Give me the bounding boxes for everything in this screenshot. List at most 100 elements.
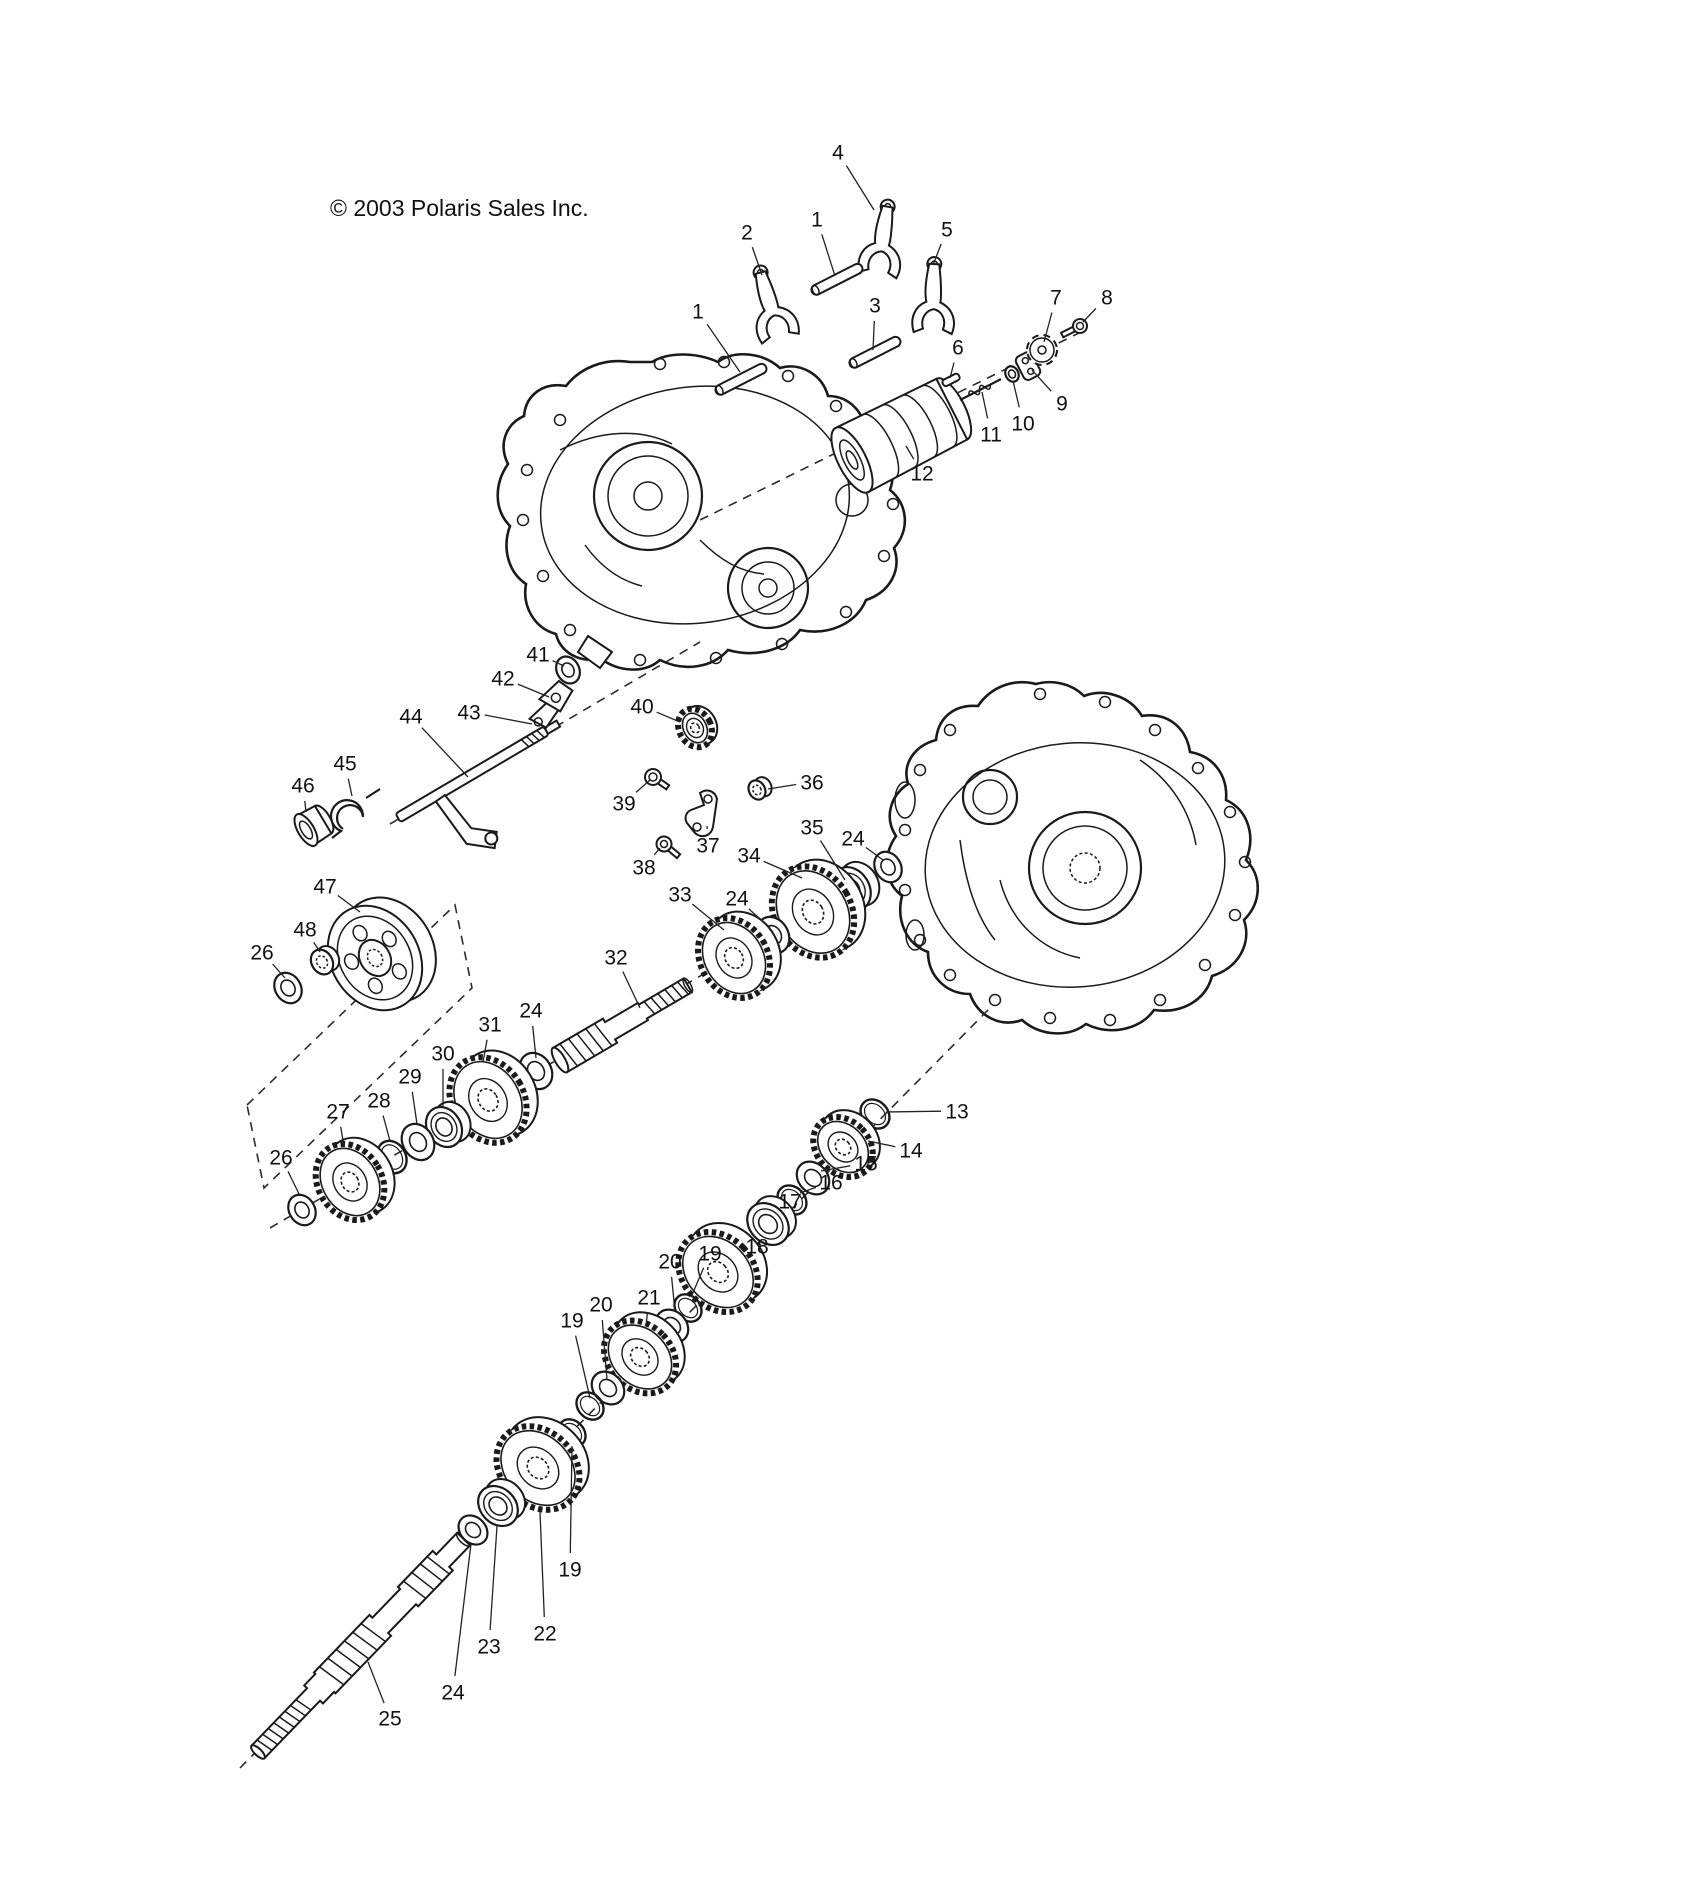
bracket-37 bbox=[684, 789, 719, 838]
callout-leader bbox=[653, 847, 661, 856]
callout-label-31: 31 bbox=[478, 1014, 501, 1037]
callout-leader bbox=[867, 1140, 896, 1148]
callout-label-48: 48 bbox=[293, 919, 316, 942]
callout-leader bbox=[706, 323, 741, 373]
callout-label-16: 16 bbox=[819, 1172, 842, 1195]
callout-leader bbox=[819, 840, 846, 881]
callout-leader bbox=[751, 246, 763, 276]
callout-label-46: 46 bbox=[291, 775, 314, 798]
callout-leader bbox=[656, 711, 681, 723]
bushing-46 bbox=[293, 804, 335, 847]
callout-leader bbox=[670, 1276, 676, 1313]
callout-label-38: 38 bbox=[632, 857, 655, 880]
callout-leader bbox=[287, 1171, 301, 1197]
output-shaft-25 bbox=[250, 1531, 472, 1760]
callout-label-10: 10 bbox=[1011, 413, 1034, 436]
bolt-8 bbox=[1059, 318, 1088, 339]
part-nut-36 bbox=[747, 776, 773, 801]
callout-label-24: 24 bbox=[725, 888, 749, 911]
part-washer-26b bbox=[287, 1193, 317, 1227]
callout-label-5: 5 bbox=[941, 219, 953, 242]
callout-label-1: 1 bbox=[811, 209, 823, 232]
shift-fork-5 bbox=[910, 255, 959, 336]
callout-leader bbox=[340, 1126, 345, 1147]
callout-label-19: 19 bbox=[698, 1243, 721, 1266]
callout-leader bbox=[691, 1267, 705, 1296]
part-washer-15 bbox=[795, 1160, 831, 1196]
callout-label-26: 26 bbox=[250, 942, 273, 965]
detent-spring-shaft-11 bbox=[959, 378, 1002, 401]
callout-leader bbox=[767, 783, 797, 790]
callout-label-20: 20 bbox=[658, 1251, 681, 1274]
callout-leader bbox=[411, 1091, 418, 1125]
part-gear-21 bbox=[600, 1311, 686, 1397]
shift-fork-4 bbox=[856, 195, 913, 280]
callout-leader bbox=[313, 942, 321, 953]
callout-leader bbox=[569, 1445, 573, 1554]
callout-leader bbox=[763, 860, 803, 879]
part-gear-27 bbox=[312, 1136, 396, 1224]
part-washer-24d bbox=[457, 1514, 489, 1546]
copyright-text: © 2003 Polaris Sales Inc. bbox=[330, 195, 589, 221]
callout-leader bbox=[1012, 380, 1020, 408]
shift-cam-7 bbox=[1026, 334, 1058, 366]
torsion-spring-45 bbox=[329, 788, 381, 839]
part-gear-34 bbox=[768, 858, 867, 961]
callout-leader bbox=[905, 445, 915, 460]
callout-label-20: 20 bbox=[589, 1294, 612, 1317]
callout-label-13: 13 bbox=[945, 1101, 968, 1124]
callout-leader bbox=[304, 800, 307, 813]
callout-leader bbox=[552, 660, 565, 667]
callout-label-21: 21 bbox=[637, 1287, 660, 1310]
callout-label-15: 15 bbox=[854, 1153, 877, 1176]
callout-label-34: 34 bbox=[737, 845, 761, 868]
part-gear-33 bbox=[694, 910, 782, 1001]
callout-leader bbox=[799, 1186, 817, 1194]
callout-label-30: 30 bbox=[431, 1043, 454, 1066]
callout-leader bbox=[517, 683, 550, 698]
part-ring-19d bbox=[575, 1391, 605, 1421]
callout-leader bbox=[482, 1039, 488, 1063]
callout-leader bbox=[539, 1511, 545, 1618]
callout-label-19: 19 bbox=[558, 1559, 581, 1582]
part-nut-48 bbox=[309, 945, 341, 976]
callout-leader bbox=[949, 362, 955, 379]
gear-train-parts bbox=[273, 365, 1020, 1546]
callout-leader bbox=[337, 894, 361, 913]
pulley-47 bbox=[326, 896, 437, 1012]
callout-label-22: 22 bbox=[533, 1623, 556, 1646]
callout-leader bbox=[272, 963, 286, 979]
callout-leader bbox=[691, 903, 725, 931]
callout-label-36: 36 bbox=[800, 772, 823, 795]
part-washer-26a bbox=[273, 971, 303, 1005]
callout-label-23: 23 bbox=[477, 1636, 500, 1659]
callout-label-24: 24 bbox=[519, 1000, 543, 1023]
callout-label-44: 44 bbox=[399, 706, 423, 729]
stopper-plate-42 bbox=[537, 679, 574, 713]
callout-label-37: 37 bbox=[696, 835, 719, 858]
callout-label-43: 43 bbox=[457, 702, 480, 725]
callout-label-7: 7 bbox=[1050, 287, 1062, 310]
callout-leader bbox=[865, 846, 884, 861]
callout-label-17: 17 bbox=[778, 1191, 801, 1214]
callout-leader bbox=[347, 778, 353, 797]
callout-label-2: 2 bbox=[741, 222, 753, 245]
callout-leader bbox=[1043, 312, 1053, 343]
part-gear-18 bbox=[675, 1221, 769, 1315]
callout-leader bbox=[820, 1165, 851, 1172]
part-bearing-23 bbox=[477, 1478, 527, 1528]
bolt-38 bbox=[655, 835, 682, 860]
callout-label-32: 32 bbox=[604, 947, 627, 970]
callout-leader bbox=[489, 1525, 498, 1631]
part-gear-40 bbox=[675, 704, 719, 751]
callout-label-12: 12 bbox=[910, 463, 933, 486]
callout-label-33: 33 bbox=[668, 884, 691, 907]
callout-leader bbox=[454, 1543, 472, 1677]
callout-leader bbox=[1031, 369, 1052, 392]
callout-leader bbox=[484, 714, 533, 725]
callout-label-1: 1 bbox=[692, 301, 704, 324]
callout-leader bbox=[932, 243, 942, 266]
